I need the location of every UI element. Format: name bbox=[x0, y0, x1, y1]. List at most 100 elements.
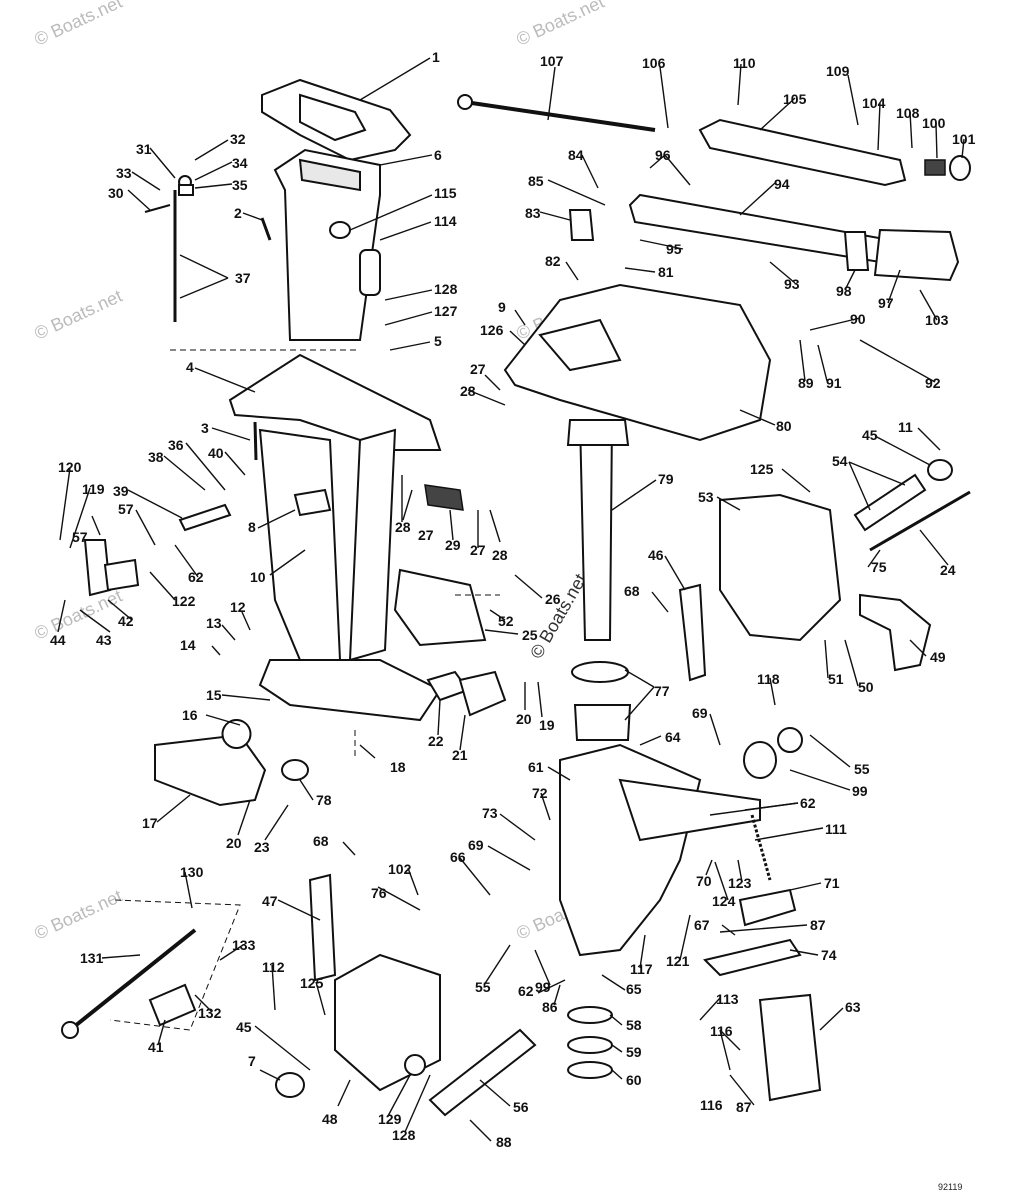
part-label: 82 bbox=[545, 253, 561, 269]
part-label: 95 bbox=[666, 241, 682, 257]
watermark: © Boats.net bbox=[31, 286, 125, 344]
drawing-reference-code: 92119 bbox=[938, 1182, 962, 1192]
part-label: 86 bbox=[542, 999, 558, 1015]
part-label: 127 bbox=[434, 303, 458, 319]
part-label: 19 bbox=[539, 717, 555, 733]
part-label: 124 bbox=[712, 893, 736, 909]
part-label: 121 bbox=[666, 953, 690, 969]
part-label: 14 bbox=[180, 637, 196, 653]
part-label: 40 bbox=[208, 445, 224, 461]
part-label: 116 bbox=[700, 1097, 723, 1113]
part-label: 119 bbox=[82, 481, 105, 497]
part-label: 15 bbox=[206, 687, 222, 703]
part-label: 12 bbox=[230, 599, 246, 615]
part-label: 16 bbox=[182, 707, 198, 723]
part-label: 13 bbox=[206, 615, 222, 631]
part-label: 8 bbox=[248, 519, 256, 535]
part-label: 27 bbox=[470, 361, 486, 377]
part-label: 34 bbox=[232, 155, 248, 171]
part-label: 23 bbox=[254, 839, 270, 855]
part-label: 77 bbox=[654, 683, 670, 699]
part-label: 61 bbox=[528, 759, 544, 775]
part-label: 2 bbox=[234, 205, 242, 221]
part-label: 64 bbox=[665, 729, 681, 745]
part-label: 96 bbox=[655, 147, 671, 163]
part-label: 53 bbox=[698, 489, 714, 505]
part-label: 130 bbox=[180, 864, 204, 880]
part-label: 45 bbox=[862, 427, 878, 443]
part-label: 83 bbox=[525, 205, 541, 221]
part-number-labels: 1 2 3 4 5 6 7 8 9 10 11 12 13 14 15 16 1… bbox=[50, 49, 976, 1150]
part-label: 105 bbox=[783, 91, 807, 107]
part-label: 87 bbox=[810, 917, 826, 933]
part-label: 73 bbox=[482, 805, 498, 821]
part-label: 76 bbox=[371, 885, 387, 901]
part-label: 99 bbox=[535, 979, 551, 995]
part-label: 1 bbox=[432, 49, 440, 65]
part-label: 50 bbox=[858, 679, 874, 695]
part-label: 33 bbox=[116, 165, 132, 181]
part-label: 118 bbox=[757, 671, 780, 687]
part-label: 74 bbox=[821, 947, 837, 963]
part-label: 131 bbox=[80, 950, 104, 966]
part-label: 103 bbox=[925, 312, 949, 328]
part-label: 125 bbox=[300, 975, 324, 991]
part-label: 47 bbox=[262, 893, 278, 909]
part-label: 39 bbox=[113, 483, 129, 499]
part-label: 55 bbox=[854, 761, 870, 777]
part-label: 69 bbox=[468, 837, 484, 853]
part-label: 5 bbox=[434, 333, 442, 349]
part-label: 108 bbox=[896, 105, 920, 121]
watermark: © Boats.net bbox=[513, 0, 607, 50]
part-label: 41 bbox=[148, 1039, 164, 1055]
part-label: 69 bbox=[692, 705, 708, 721]
part-label: 129 bbox=[378, 1111, 402, 1127]
part-label: 85 bbox=[528, 173, 544, 189]
part-label: 72 bbox=[532, 785, 548, 801]
part-label: 132 bbox=[198, 1005, 222, 1021]
part-label: 36 bbox=[168, 437, 184, 453]
part-label: 90 bbox=[850, 311, 866, 327]
phantom-lines bbox=[109, 349, 500, 1031]
part-label: 114 bbox=[434, 213, 457, 229]
part-label: 107 bbox=[540, 53, 564, 69]
part-label: 43 bbox=[96, 632, 112, 648]
part-label: 100 bbox=[922, 115, 946, 131]
part-label: 94 bbox=[774, 176, 790, 192]
part-label: 101 bbox=[952, 131, 976, 147]
part-label: 97 bbox=[878, 295, 894, 311]
watermark: © Boats.net bbox=[31, 0, 125, 50]
part-label: 28 bbox=[492, 547, 508, 563]
part-label: 110 bbox=[733, 55, 756, 71]
part-label: 35 bbox=[232, 177, 248, 193]
part-label: 60 bbox=[626, 1072, 642, 1088]
part-label: 93 bbox=[784, 276, 800, 292]
part-label: 21 bbox=[452, 747, 468, 763]
part-label: 45 bbox=[236, 1019, 252, 1035]
part-label: 49 bbox=[930, 649, 946, 665]
part-label: 111 bbox=[825, 821, 847, 837]
part-label: 78 bbox=[316, 792, 332, 808]
part-label: 122 bbox=[172, 593, 196, 609]
part-label: 48 bbox=[322, 1111, 338, 1127]
part-label: 30 bbox=[108, 185, 124, 201]
part-label: 22 bbox=[428, 733, 444, 749]
part-label: 20 bbox=[226, 835, 242, 851]
part-label: 133 bbox=[232, 937, 256, 953]
part-label: 113 bbox=[716, 991, 739, 1007]
part-label: 123 bbox=[728, 875, 752, 891]
part-label: 44 bbox=[50, 632, 66, 648]
part-label: 52 bbox=[498, 613, 514, 629]
part-label: 62 bbox=[188, 569, 204, 585]
part-label: 11 bbox=[898, 419, 913, 435]
part-label: 28 bbox=[395, 519, 411, 535]
part-label: 42 bbox=[118, 613, 134, 629]
part-label: 54 bbox=[832, 453, 848, 469]
part-label: 120 bbox=[58, 459, 82, 475]
part-label: 116 bbox=[710, 1023, 733, 1039]
part-label: 65 bbox=[626, 981, 642, 997]
part-label: 99 bbox=[852, 783, 868, 799]
part-label: 68 bbox=[313, 833, 329, 849]
part-label: 63 bbox=[845, 999, 861, 1015]
part-label: 62 bbox=[518, 983, 534, 999]
